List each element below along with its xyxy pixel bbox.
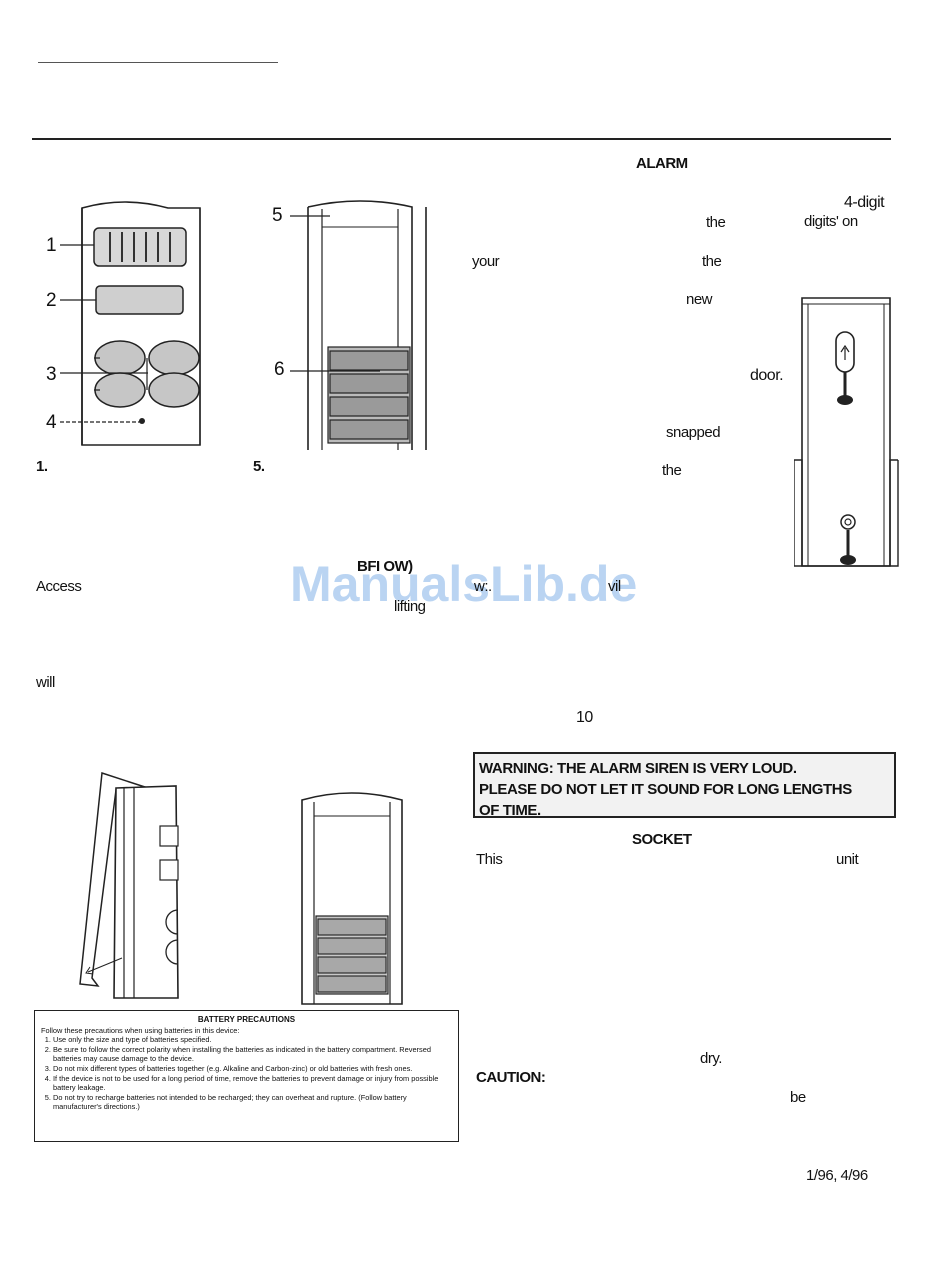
text-this: This bbox=[476, 851, 503, 868]
fig-label-6: 6 bbox=[274, 359, 285, 380]
battery-precautions-title: BATTERY PRECAUTIONS bbox=[197, 1015, 296, 1024]
top-short-rule bbox=[38, 62, 278, 63]
text-4-digit: 4-digit bbox=[844, 194, 885, 211]
text-dry: dry. bbox=[700, 1050, 722, 1067]
battery-precaution-item: If the device is not to be used for a lo… bbox=[53, 1074, 452, 1093]
heading-below: BFI OW) bbox=[357, 558, 413, 575]
text-new: new bbox=[686, 291, 713, 308]
battery-precaution-item: Do not try to recharge batteries not int… bbox=[53, 1093, 452, 1112]
battery-precautions-list: Use only the size and type of batteries … bbox=[41, 1035, 452, 1112]
figure-front-view bbox=[60, 201, 201, 446]
battery-precaution-item: Be sure to follow the correct polarity w… bbox=[53, 1045, 452, 1064]
fig-label-4: 4 bbox=[46, 412, 57, 433]
text-wi: w:. bbox=[474, 578, 492, 595]
warning-line-2: PLEASE DO NOT LET IT SOUND FOR LONG LENG… bbox=[479, 781, 852, 798]
battery-precaution-item: Use only the size and type of batteries … bbox=[53, 1035, 452, 1045]
figure-wall-mount bbox=[794, 297, 899, 567]
warning-box: WARNING: THE ALARM SIREN IS VERY LOUD. P… bbox=[473, 752, 896, 819]
text-will: will bbox=[36, 674, 55, 691]
top-long-rule bbox=[32, 138, 891, 140]
figure-back-view bbox=[290, 200, 427, 450]
text-snapped: snapped bbox=[666, 424, 721, 441]
text-the-2: the bbox=[702, 253, 722, 270]
warning-line-3: OF TIME. bbox=[479, 802, 541, 819]
text-your: your bbox=[472, 253, 500, 270]
text-digits-on: digits' on bbox=[804, 213, 858, 230]
heading-caution: CAUTION: bbox=[476, 1069, 546, 1086]
text-the-3: the bbox=[662, 462, 682, 479]
battery-precautions-box: BATTERY PRECAUTIONS Follow these precaut… bbox=[34, 1010, 459, 1142]
fig-caption-5: 5. bbox=[253, 458, 265, 475]
text-vil: vil bbox=[608, 578, 621, 595]
figure-batteries-installed bbox=[301, 792, 403, 1005]
watermark: ManualsLib.de bbox=[290, 556, 638, 612]
text-unit: unit bbox=[836, 851, 859, 868]
fig-label-5: 5 bbox=[272, 205, 283, 226]
fig-label-1: 1 bbox=[46, 235, 57, 256]
heading-alarm: ALARM bbox=[636, 155, 688, 172]
text-the-1: the bbox=[706, 214, 726, 231]
battery-precautions-intro: Follow these precautions when using batt… bbox=[41, 1025, 240, 1035]
text-be: be bbox=[790, 1089, 806, 1106]
fig-label-3: 3 bbox=[46, 364, 57, 385]
fig-label-2: 2 bbox=[46, 290, 57, 311]
text-door: door. bbox=[750, 367, 784, 384]
text-access: Access bbox=[36, 578, 82, 595]
text-ten: 10 bbox=[576, 709, 593, 726]
heading-socket: SOCKET bbox=[632, 831, 692, 848]
battery-precaution-item: Do not mix different types of batteries … bbox=[53, 1064, 452, 1074]
figure-battery-door-side bbox=[79, 771, 179, 999]
text-date: 1/96, 4/96 bbox=[806, 1167, 868, 1184]
warning-line-1: WARNING: THE ALARM SIREN IS VERY LOUD. bbox=[479, 760, 797, 777]
fig-caption-1: 1. bbox=[36, 458, 48, 475]
text-lifting: lifting bbox=[394, 598, 426, 615]
